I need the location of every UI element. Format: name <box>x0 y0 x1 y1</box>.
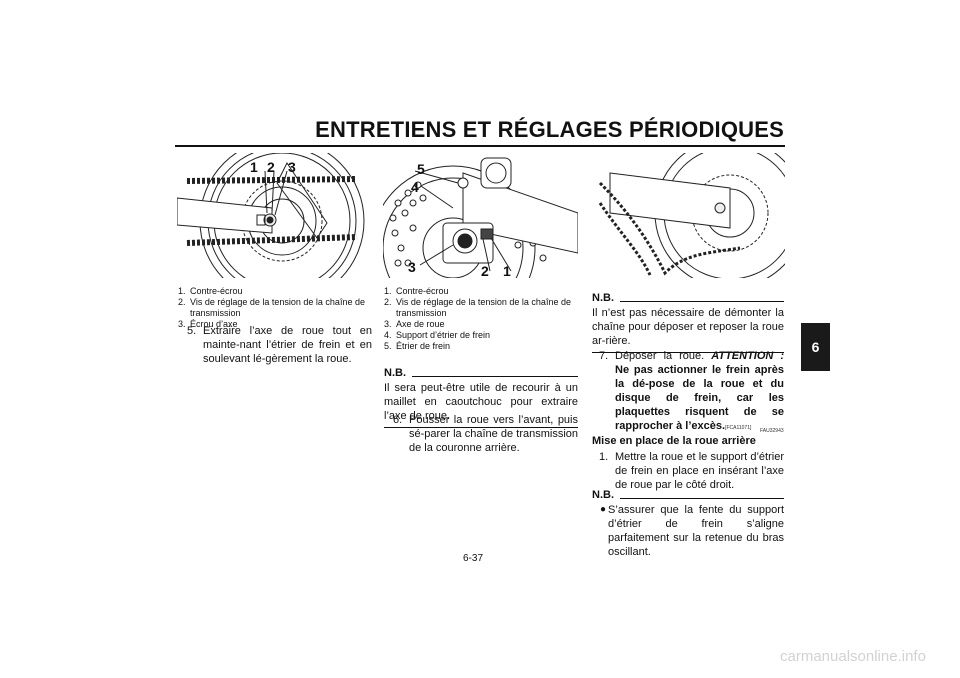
note-box-alignment: N.B. ● S’assurer que la fente du support… <box>592 489 784 559</box>
callout-1: 1 <box>250 159 258 175</box>
section-code: FAU32943 <box>760 428 784 434</box>
note-label: N.B. <box>592 489 614 501</box>
figure-left-chain-adjuster: 1 2 3 <box>177 153 372 278</box>
rear-wheel-illustration <box>177 153 365 278</box>
note-text: Il n’est pas nécessaire de démonter la c… <box>592 307 784 347</box>
callout-3: 3 <box>288 159 296 175</box>
caption-item: 2.Vis de réglage de la tension de la cha… <box>178 297 365 318</box>
callout-3: 3 <box>408 259 416 275</box>
caption-item: 3.Écrou d’axe <box>178 319 238 329</box>
section-title: Mise en place de la roue arrière <box>592 435 756 447</box>
caution-code: [FCA11071] <box>725 425 752 431</box>
header-rule <box>175 145 785 147</box>
callout-2: 2 <box>481 263 489 278</box>
attention-label: ATTENTION : <box>711 350 785 362</box>
figure-right-chain-removal <box>590 153 785 278</box>
figure-caption-left: 1.Contre-écrou 2.Vis de réglage de la te… <box>178 286 368 330</box>
note-label: N.B. <box>384 367 406 379</box>
brake-disc-illustration <box>383 157 578 278</box>
figure-middle-brake-caliper: 5 4 3 2 1 <box>383 153 578 278</box>
step-5: 5. Extraire l’axe de roue tout en mainte… <box>187 325 372 365</box>
callout-1: 1 <box>503 263 511 278</box>
step-6: 6. Pousser la roue vers l’avant, puis sé… <box>393 414 578 454</box>
callout-4: 4 <box>411 179 419 195</box>
note-text: Il sera peut-être utile de recourir à un… <box>384 382 578 422</box>
caption-item: 1.Contre-écrou <box>178 286 243 296</box>
page-title: ENTRETIENS ET RÉGLAGES PÉRIODIQUES <box>315 117 784 142</box>
watermark: carmanualsonline.info <box>780 648 926 665</box>
step-1: 1. Mettre la roue et le support d’étrier… <box>599 451 784 491</box>
note-label: N.B. <box>592 292 614 304</box>
note-box-mallet: N.B. Il sera peut-être utile de recourir… <box>384 367 578 428</box>
attention-text: Ne pas actionner le frein après la dé-po… <box>615 364 784 432</box>
caption-item: 4.Support d’étrier de frein <box>384 330 491 340</box>
note-text: S’assurer que la fente du support d’étri… <box>608 504 784 558</box>
caption-item: 2.Vis de réglage de la tension de la cha… <box>384 297 571 318</box>
figure-caption-middle: 1.Contre-écrou 2.Vis de réglage de la te… <box>384 286 576 352</box>
caption-item: 1.Contre-écrou <box>384 286 449 296</box>
callout-2: 2 <box>267 159 275 175</box>
step-7: 7. Déposer la roue. ATTENTION : Ne pas a… <box>599 350 785 432</box>
caption-item: 5.Étrier de frein <box>384 341 451 351</box>
caption-item: 3.Axe de roue <box>384 319 445 329</box>
bullet-icon: ● <box>600 504 607 515</box>
rear-wheel-chain-illustration <box>598 153 785 278</box>
page-number: 6-37 <box>463 553 484 564</box>
callout-5: 5 <box>417 161 425 177</box>
chapter-tab: 6 <box>801 323 830 371</box>
note-box-chain: N.B. Il n’est pas nécessaire de démonter… <box>592 292 784 353</box>
